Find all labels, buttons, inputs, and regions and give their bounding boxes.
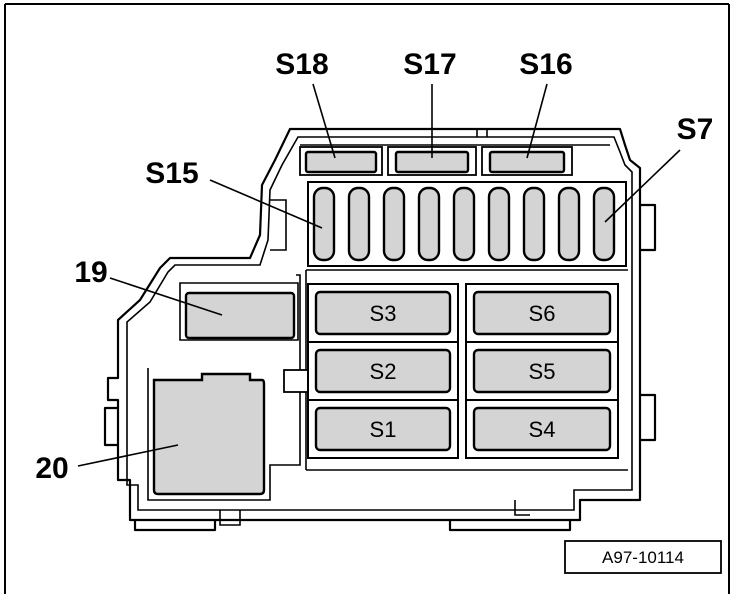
callout-s15: S15 xyxy=(145,157,198,190)
mini-fuse xyxy=(522,186,546,262)
top-fuse-slots xyxy=(299,146,573,176)
mini-fuse xyxy=(557,186,581,262)
callout-s16: S16 xyxy=(519,48,572,81)
fuse-label-s4: S4 xyxy=(529,417,556,442)
fuse-s5 xyxy=(472,348,612,394)
callout-s18: S18 xyxy=(275,48,328,81)
fuse-label-s6: S6 xyxy=(529,301,556,326)
maxi-fuse-grid: S3 S2 S1 S6 S5 S4 xyxy=(307,283,619,459)
fuse-label-s5: S5 xyxy=(529,359,556,384)
callout-s17: S17 xyxy=(403,48,456,81)
mini-fuse xyxy=(312,186,336,262)
callout-labels: S18 S17 S16 S7 S15 19 20 xyxy=(35,48,713,485)
fuse-s4 xyxy=(472,406,612,452)
mini-fuse xyxy=(487,186,511,262)
fuse-s2 xyxy=(314,348,452,394)
fuse-label-s2: S2 xyxy=(370,359,397,384)
fuse-label-s1: S1 xyxy=(370,417,397,442)
mini-fuse xyxy=(417,186,441,262)
frame xyxy=(4,3,730,594)
fuse-box-housing xyxy=(103,127,657,532)
mini-fuse xyxy=(592,186,616,262)
fuse-label-s3: S3 xyxy=(370,301,397,326)
figure-reference: A97-10114 xyxy=(602,548,684,567)
fuse-s18 xyxy=(304,150,378,174)
component-19 xyxy=(184,291,296,340)
callout-19: 19 xyxy=(74,256,107,289)
fuse-s6 xyxy=(472,290,612,336)
figure-reference-box: A97-10114 xyxy=(564,540,722,574)
leader-lines xyxy=(77,83,681,467)
fuse-s16 xyxy=(488,150,566,174)
fuse-s1 xyxy=(314,406,452,452)
mini-fuse-row xyxy=(307,181,627,267)
fuse-s3 xyxy=(314,290,452,336)
callout-20: 20 xyxy=(35,452,68,485)
component-20 xyxy=(152,372,266,496)
callout-s7: S7 xyxy=(677,113,714,146)
mini-fuse xyxy=(452,186,476,262)
mini-fuse xyxy=(347,186,371,262)
mini-fuse xyxy=(382,186,406,262)
